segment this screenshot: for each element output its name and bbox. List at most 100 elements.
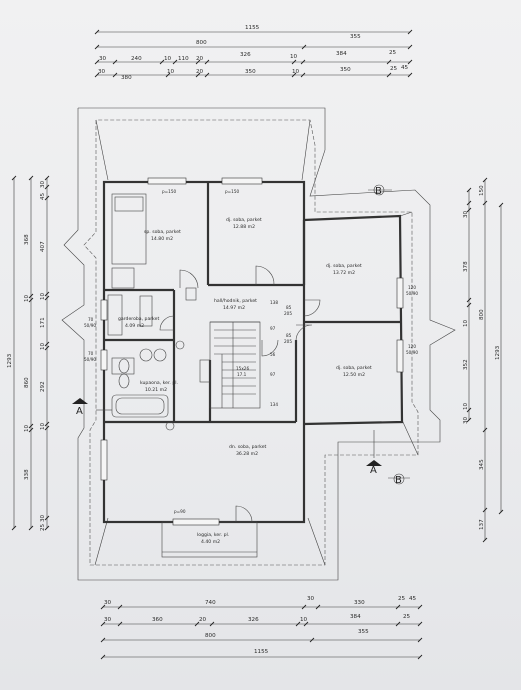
label-steps: 15x26 (236, 366, 249, 371)
annotations: p=150 p=150 p=90 120 50/90 120 50/90 70 … (84, 189, 418, 514)
label-stair-97a: 97 (270, 326, 276, 331)
dim-bottom-r1-1: 740 (205, 600, 216, 606)
dim-top-r3-3: 110 (178, 56, 189, 62)
dim-right-mid-0: 150 (479, 185, 485, 196)
dim-top-r4-7: 25 (390, 66, 398, 72)
dim-right-mid-3: 137 (479, 519, 485, 530)
section-markers: A A B B (72, 184, 410, 486)
furniture (107, 193, 211, 431)
dim-top-r3-8: 25 (389, 50, 397, 56)
windows (100, 177, 404, 526)
dim-top-r3-0: 30 (99, 56, 107, 62)
doors (159, 265, 321, 523)
dim-top-r4-4: 350 (245, 69, 256, 75)
label-parapet-150-b: p=150 (225, 189, 239, 194)
top-dimension-chains: 1155 800 355 30 240 10 110 20 326 10 384… (94, 25, 413, 81)
dim-bottom-r1-4: 25 (398, 596, 406, 602)
dim-bottom-r2-3: 326 (248, 617, 259, 623)
dim-bottom-r3-0: 800 (205, 633, 216, 639)
dim-355-top: 355 (350, 34, 361, 40)
label-win-120-b: 120 (408, 344, 416, 349)
dim-left-inner-9: 25 (40, 523, 46, 531)
room-child-3-name: dj. soba, parket (336, 365, 372, 371)
dim-top-r4-8: 45 (401, 65, 409, 71)
label-door-85: 85 (286, 305, 292, 310)
dim-bottom-r2-2: 20 (199, 617, 207, 623)
dim-left-inner-5: 10 (40, 342, 46, 350)
room-master-bedroom-area: 14.80 m2 (151, 236, 173, 242)
room-child-2-area: 13.72 m2 (333, 270, 355, 276)
room-bathroom-name: kupaona, ker. pl. (140, 380, 178, 386)
dim-bottom-r2-0: 30 (104, 617, 112, 623)
dim-top-r4-2: 10 (167, 69, 175, 75)
room-living-area: 36.28 m2 (236, 451, 258, 457)
dim-bottom-r3-1: 355 (358, 629, 369, 635)
label-parapet-90: p=90 (174, 509, 186, 514)
label-win-50-90-a: 50/90 (406, 291, 418, 296)
dim-left-inner-3: 10 (40, 292, 46, 300)
dim-bottom-r4-0: 1155 (254, 649, 269, 655)
right-dimension-chains: 30 378 10 352 10 30 150 800 345 137 1293 (463, 177, 504, 543)
dim-top-r3-6: 10 (290, 54, 298, 60)
dim-top-r4-1: 380 (121, 75, 132, 81)
roof-outline (61, 107, 456, 581)
dim-left-inner-8: 30 (40, 514, 46, 522)
dim-bottom-r1-0: 30 (104, 600, 112, 606)
label-door-205: 205 (284, 311, 292, 316)
room-loggia-name: loggia, ker. pl. (197, 532, 229, 538)
dim-total-top: 1155 (245, 25, 260, 31)
dim-top-r3-1: 240 (131, 56, 142, 62)
dim-left-inner-7: 10 (40, 422, 46, 430)
dim-bottom-r1-2: 30 (307, 596, 315, 602)
dim-right-inner-2: 10 (463, 319, 469, 327)
section-marker-a-bottom: A (370, 465, 377, 476)
dim-top-r4-3: 20 (196, 69, 204, 75)
section-marker-a-left: A (76, 406, 83, 417)
room-hall-name: hall/hodnik, parket (214, 298, 257, 304)
section-marker-b-top: B (375, 186, 382, 197)
dim-800-top: 800 (196, 40, 207, 46)
dim-left-mid-4: 338 (24, 469, 30, 480)
label-steps-2: 17.1 (237, 372, 247, 377)
room-wardrobe-area: 4.09 m2 (125, 323, 144, 329)
label-stair-56: 56 (270, 352, 276, 357)
section-marker-b-bottom: B (395, 475, 402, 486)
dim-left-inner-2: 407 (40, 241, 46, 252)
dim-top-r4-5: 10 (292, 69, 300, 75)
room-loggia-area: 4.40 m2 (201, 539, 220, 545)
dim-left-mid-1: 10 (24, 294, 30, 302)
label-stair-134: 134 (270, 402, 278, 407)
room-hall-area: 14.97 m2 (223, 305, 245, 311)
dim-top-r3-4: 20 (196, 56, 204, 62)
dim-left-mid-0: 368 (24, 234, 30, 245)
dim-left-inner-1: 45 (40, 192, 46, 200)
label-stair-97b: 97 (270, 372, 276, 377)
dim-top-r4-0: 30 (98, 69, 106, 75)
dim-left-inner-0: 30 (40, 180, 46, 188)
room-wardrobe-name: garderoba, parket (118, 316, 159, 322)
dim-top-r3-7: 384 (336, 51, 347, 57)
room-living-name: dn. soba, parket (229, 444, 267, 450)
room-bathroom-area: 10.21 m2 (145, 387, 167, 393)
room-master-bedroom-name: sp. soba, parket (144, 229, 181, 235)
label-door-205b: 205 (284, 339, 292, 344)
bottom-dimension-chains: 30 740 30 330 25 45 30 360 20 326 10 384… (100, 596, 423, 660)
dim-left-inner-6: 292 (40, 381, 46, 392)
label-win-120-a: 120 (408, 285, 416, 290)
dim-right-inner-0: 30 (463, 210, 469, 218)
dim-bottom-r1-3: 330 (354, 600, 365, 606)
staircase (209, 321, 261, 409)
dim-right-inner-5: 30 (463, 416, 469, 424)
room-child-2-name: dj. soba, parket (326, 263, 362, 269)
dim-left-outer: 1293 (7, 353, 13, 368)
dim-right-inner-1: 378 (463, 261, 469, 272)
dim-left-inner-4: 171 (40, 317, 46, 328)
dim-right-inner-4: 10 (463, 402, 469, 410)
room-child-1-area: 12.88 m2 (233, 224, 255, 230)
dim-bottom-r1-5: 45 (409, 596, 417, 602)
dim-top-r3-2: 10 (164, 56, 172, 62)
dim-bottom-r2-6: 25 (403, 614, 411, 620)
dim-right-outer: 1293 (495, 345, 501, 360)
